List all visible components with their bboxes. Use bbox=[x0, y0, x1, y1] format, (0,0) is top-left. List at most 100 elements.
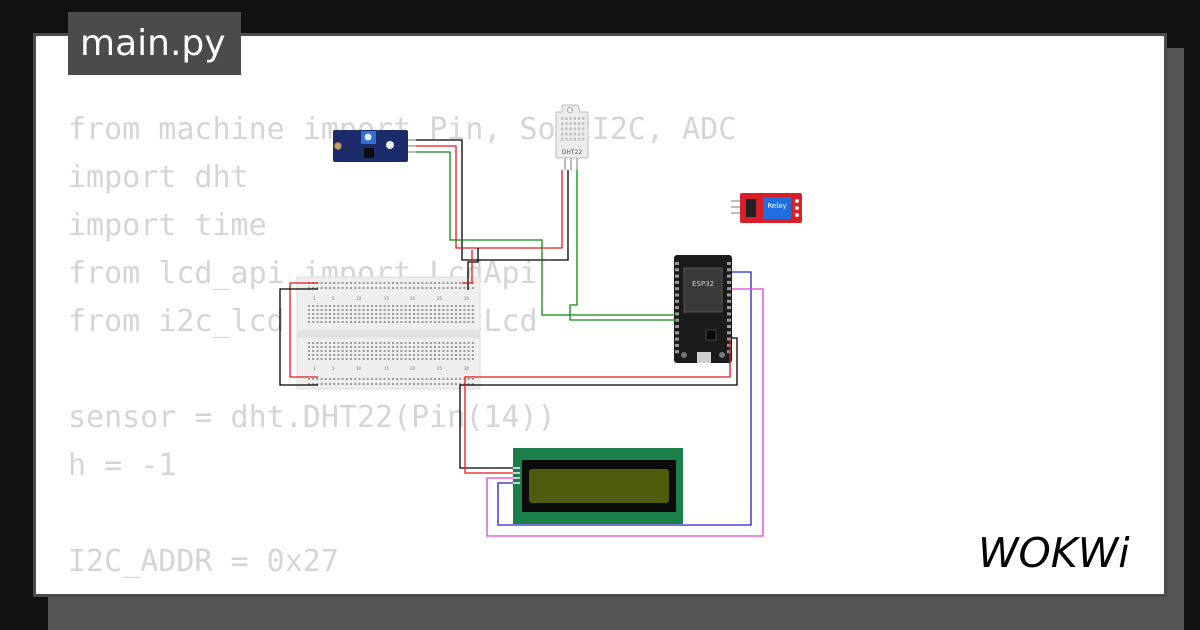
esp32-board[interactable]: ESP32 bbox=[674, 255, 732, 363]
breadboard-hole bbox=[392, 282, 394, 284]
breadboard-hole bbox=[316, 354, 319, 356]
breadboard-hole bbox=[366, 354, 369, 356]
relay-header bbox=[746, 199, 756, 217]
wire-red[interactable] bbox=[462, 250, 473, 284]
lcd-display[interactable] bbox=[513, 448, 683, 524]
breadboard-hole bbox=[392, 287, 394, 289]
breadboard-hole bbox=[379, 282, 382, 284]
dht22-grill-slot bbox=[565, 127, 568, 131]
breadboard-hole bbox=[350, 317, 352, 319]
breadboard-hole bbox=[421, 378, 424, 380]
breadboard-hole bbox=[467, 354, 470, 356]
file-tab[interactable]: main.py bbox=[68, 12, 241, 75]
wire-green[interactable] bbox=[569, 170, 676, 321]
breadboard-hole bbox=[345, 383, 348, 385]
breadboard-hole bbox=[471, 287, 474, 289]
esp32-pin bbox=[675, 287, 679, 291]
breadboard-hole bbox=[425, 309, 428, 311]
breadboard-hole bbox=[446, 282, 449, 284]
breadboard-hole bbox=[392, 313, 394, 315]
breadboard-hole bbox=[413, 321, 415, 323]
breadboard-hole bbox=[354, 350, 357, 352]
breadboard-hole bbox=[438, 346, 441, 348]
breadboard-hole bbox=[358, 346, 361, 348]
breadboard-hole bbox=[324, 354, 327, 356]
wire-red[interactable] bbox=[470, 340, 731, 378]
wire-red[interactable] bbox=[464, 376, 513, 474]
breadboard-hole bbox=[345, 378, 348, 380]
breadboard-hole bbox=[463, 287, 466, 289]
wire-red[interactable] bbox=[289, 282, 318, 378]
wire-blue[interactable] bbox=[497, 271, 752, 526]
breadboard-hole bbox=[387, 305, 390, 307]
breadboard-hole bbox=[408, 346, 411, 348]
breadboard-hole bbox=[312, 354, 315, 356]
breadboard-hole bbox=[333, 346, 336, 348]
boot-button-icon[interactable] bbox=[719, 352, 725, 358]
ldr-module[interactable] bbox=[333, 130, 416, 162]
breadboard-hole bbox=[337, 346, 340, 348]
breadboard-hole bbox=[316, 313, 319, 315]
breadboard-hole bbox=[312, 321, 315, 323]
breadboard-hole bbox=[354, 313, 357, 315]
breadboard-hole bbox=[396, 317, 399, 319]
breadboard-hole bbox=[358, 282, 361, 284]
relay-module[interactable]: Relay bbox=[731, 193, 802, 223]
breadboard-hole bbox=[459, 378, 462, 380]
breadboard-hole bbox=[345, 317, 348, 319]
breadboard-hole bbox=[425, 317, 428, 319]
wire-black[interactable] bbox=[279, 288, 318, 386]
breadboard-hole bbox=[429, 317, 432, 319]
breadboard-hole bbox=[442, 282, 445, 284]
photoresistor-icon bbox=[334, 142, 342, 150]
breadboard-hole bbox=[400, 342, 403, 344]
potentiometer-knob bbox=[364, 133, 372, 141]
breadboard-hole bbox=[446, 309, 449, 311]
breadboard-hole bbox=[362, 383, 365, 385]
breadboard-hole bbox=[383, 350, 386, 352]
wire-black[interactable] bbox=[467, 248, 479, 290]
breadboard-hole bbox=[324, 321, 327, 323]
breadboard-hole bbox=[337, 287, 340, 289]
breadboard-hole bbox=[354, 342, 357, 344]
breadboard-hole bbox=[471, 305, 474, 307]
breadboard-hole bbox=[375, 383, 378, 385]
dht22-sensor[interactable]: DHT22 bbox=[555, 104, 589, 170]
wire-black[interactable] bbox=[470, 337, 738, 386]
breadboard-hole bbox=[408, 305, 411, 307]
breadboard-channel bbox=[297, 330, 480, 338]
breadboard-hole bbox=[438, 282, 441, 284]
wire-black[interactable] bbox=[459, 384, 513, 469]
wire-green[interactable] bbox=[416, 151, 676, 316]
breadboard-hole bbox=[404, 378, 407, 380]
esp32-pin bbox=[727, 350, 731, 354]
wire-red[interactable] bbox=[416, 145, 563, 249]
breadboard-hole bbox=[417, 313, 420, 315]
wire-black[interactable] bbox=[416, 139, 569, 261]
breadboard-hole bbox=[316, 321, 319, 323]
breadboard-hole bbox=[421, 317, 424, 319]
breadboard-hole bbox=[392, 305, 394, 307]
dht22-grill-slot bbox=[561, 122, 564, 126]
breadboard-hole bbox=[450, 313, 453, 315]
breadboard[interactable]: 1 5 10 15 20 25 30 1 5 10 15 20 25 30 bbox=[296, 276, 481, 390]
breadboard-hole bbox=[362, 358, 365, 360]
breadboard-hole bbox=[358, 342, 361, 344]
breadboard-hole bbox=[434, 354, 436, 356]
wire-magenta[interactable] bbox=[486, 288, 764, 537]
breadboard-hole bbox=[434, 321, 436, 323]
breadboard-hole bbox=[446, 305, 449, 307]
breadboard-hole bbox=[408, 354, 411, 356]
breadboard-hole bbox=[438, 358, 441, 360]
breadboard-hole bbox=[455, 309, 457, 311]
breadboard-number: 20 bbox=[410, 296, 416, 301]
breadboard-hole bbox=[362, 378, 365, 380]
reset-button-icon[interactable] bbox=[681, 352, 687, 358]
breadboard-hole bbox=[366, 282, 369, 284]
breadboard-hole bbox=[392, 358, 394, 360]
breadboard-hole bbox=[371, 321, 373, 323]
breadboard-hole bbox=[366, 383, 369, 385]
breadboard-hole bbox=[333, 358, 336, 360]
breadboard-hole bbox=[471, 321, 474, 323]
breadboard-hole bbox=[396, 282, 399, 284]
